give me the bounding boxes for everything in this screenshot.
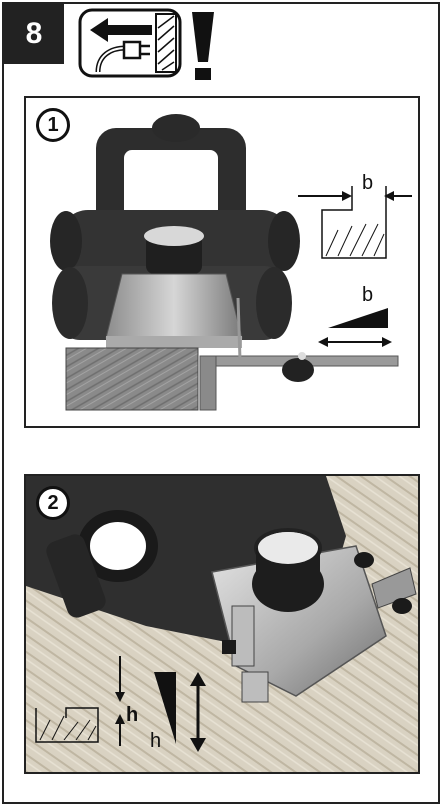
panel-number-1: 1 [36,108,70,142]
exclamation-icon [192,12,214,80]
panel-2: 2 h h [24,474,420,774]
panel-number-2: 2 [36,486,70,520]
planer-side-photo [26,476,418,772]
planer-front-photo [50,114,412,411]
step-number-badge: 8 [4,4,64,64]
depth-label-h: h [126,704,139,726]
wedge-label-h: h [150,730,162,752]
page-frame [2,2,440,804]
panel-1: 1 b b [24,96,420,428]
unplug-icon [78,8,182,78]
wedge-label-b: b [362,284,374,306]
width-label-b: b [362,172,374,194]
